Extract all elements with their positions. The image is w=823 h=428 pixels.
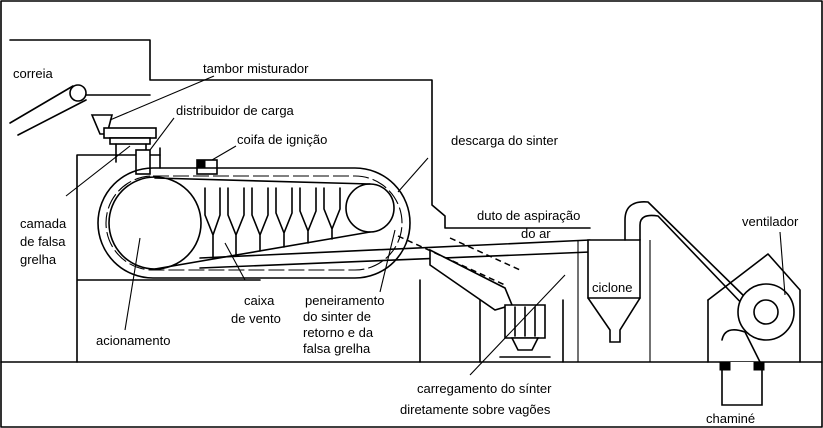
label-carregamento-1: carregamento do sínter [417,381,552,396]
chimney [719,329,765,406]
label-caixa-2: de vento [231,311,281,326]
label-camada-2: de falsa [20,234,66,249]
discharge-wheel [345,183,395,233]
label-duto-1: duto de aspiração [477,208,580,223]
label-camada-3: grelha [20,252,57,267]
suction-duct [199,239,591,269]
conveyor-belt [9,84,87,136]
fan-duct [624,201,749,311]
label-duto-2: do ar [521,226,551,241]
label-peneiramento-2: do sinter de [303,309,371,324]
label-correia: correia [13,66,54,81]
cyclone [577,239,651,362]
label-distribuidor-de-carga: distribuidor de carga [176,103,295,118]
sintering-strand [97,167,411,279]
label-ventilador: ventilador [742,214,799,229]
ignition-hood-mark [196,159,206,169]
label-peneiramento-4: falsa grelha [303,341,371,356]
label-carregamento-2: diretamente sobre vagões [400,402,551,417]
drive-wheel [108,176,202,270]
label-peneiramento-3: retorno e da [303,325,374,340]
label-ciclone: ciclone [592,280,632,295]
building-outline [9,39,591,363]
label-acionamento: acionamento [96,333,170,348]
label-caixa-1: caixa [244,293,275,308]
label-camada-1: camada [20,216,67,231]
label-descarga-do-sinter: descarga do sinter [451,133,559,148]
fan [707,253,801,363]
label-coifa-de-ignicao: coifa de ignição [237,132,327,147]
sinter-wagon [479,299,564,363]
screening-chute [397,235,521,311]
wind-boxes [204,187,341,259]
leader-lines [65,75,786,376]
label-tambor-misturador: tambor misturador [203,61,309,76]
label-peneiramento-1: peneiramento [305,293,385,308]
label-chamine: chaminé [706,411,755,426]
